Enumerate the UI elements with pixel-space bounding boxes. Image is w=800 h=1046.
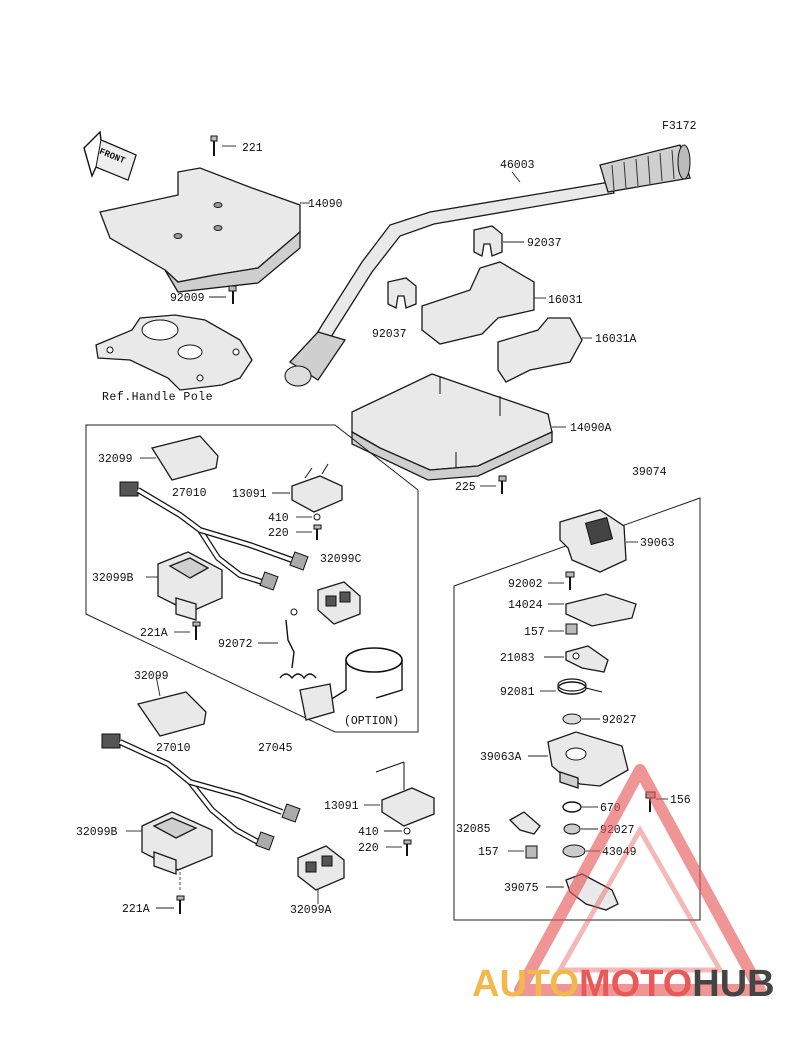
- screw-221A-lower: [176, 872, 185, 914]
- label-92037-upper: 92037: [527, 237, 562, 250]
- band-clamp-option: [299, 647, 403, 721]
- cover-39063: [559, 509, 627, 573]
- screw-92002: [565, 571, 575, 590]
- label-92002: 92002: [508, 578, 543, 591]
- watermark-logo: [514, 764, 766, 996]
- screw-92009: [228, 285, 237, 304]
- watermark-auto: AUTO: [472, 963, 579, 1005]
- ref-handle-pole-note: Ref.Handle Pole: [102, 391, 213, 404]
- switch-13091-lower: [375, 761, 435, 827]
- watermark-text: AUTOMOTOHUB: [472, 963, 775, 1005]
- handle-pole-plate: [95, 314, 253, 391]
- label-27010-option: 27010: [172, 487, 207, 500]
- harness-27010-option: [119, 481, 309, 591]
- washer-410-lower: [403, 827, 411, 835]
- base-cover-14090A: [351, 373, 553, 481]
- handlebar-46003: [284, 144, 691, 387]
- label-14090A: 14090A: [570, 422, 612, 435]
- harness-27010-lower: [101, 733, 301, 851]
- label-221A-lower: 221A: [122, 903, 150, 916]
- label-27010-lower: 27010: [156, 742, 191, 755]
- plate-14024: [565, 593, 637, 627]
- label-32085: 32085: [456, 823, 491, 836]
- screw-220-option: [313, 524, 322, 540]
- holder-16031A: [497, 317, 583, 383]
- cover-32099-lower: [136, 691, 207, 737]
- label-32099C: 32099C: [320, 553, 362, 566]
- label-32099B-lower: 32099B: [76, 826, 118, 839]
- bolt-157-upper: [565, 623, 578, 635]
- bolt-157-lower: [525, 845, 538, 859]
- label-92037-lower: 92037: [372, 328, 407, 341]
- label-27045: 27045: [258, 742, 293, 755]
- label-13091-option: 13091: [232, 488, 267, 501]
- option-frame: [85, 424, 419, 733]
- label-32099A: 32099A: [290, 904, 332, 917]
- clamp-32099A: [297, 845, 345, 891]
- screw-221: [210, 135, 218, 156]
- label-13091-lower: 13091: [324, 800, 359, 813]
- label-92072: 92072: [218, 638, 253, 651]
- oring-670: [562, 801, 582, 813]
- label-225: 225: [455, 481, 476, 494]
- clamp-92037-lower: [387, 277, 417, 309]
- screw-220-lower: [403, 839, 412, 856]
- label-92081: 92081: [500, 686, 535, 699]
- label-157-lower: 157: [478, 846, 499, 859]
- lever-21083: [565, 645, 609, 673]
- label-410-option: 410: [268, 512, 289, 525]
- label-39075: 39075: [504, 882, 539, 895]
- label-16031A: 16031A: [595, 333, 637, 346]
- label-39063: 39063: [640, 537, 675, 550]
- label-21083: 21083: [500, 652, 535, 665]
- switch-13091-option: [291, 463, 343, 513]
- screw-221A-option: [192, 621, 201, 640]
- seal-43049: [562, 844, 586, 858]
- label-32099B-option: 32099B: [92, 572, 134, 585]
- housing-39063A: [547, 731, 629, 789]
- label-410-lower: 410: [358, 826, 379, 839]
- watermark-moto: MOTO: [579, 963, 692, 1005]
- label-221: 221: [242, 142, 263, 155]
- label-43049: 43049: [602, 846, 637, 859]
- label-32099-lower: 32099: [134, 670, 169, 683]
- bracket-32085: [508, 811, 541, 835]
- housing-32099B-lower: [141, 811, 213, 875]
- label-221A-option: 221A: [140, 627, 168, 640]
- cover-32099-option: [150, 435, 219, 481]
- clamp-92037-upper: [473, 225, 503, 257]
- label-39074: 39074: [632, 466, 667, 479]
- spring-92081: [557, 678, 603, 695]
- housing-32099B-option: [157, 551, 223, 621]
- label-92009: 92009: [170, 292, 205, 305]
- label-39063A: 39063A: [480, 751, 522, 764]
- washer-410-option: [313, 513, 321, 521]
- label-220-option: 220: [268, 527, 289, 540]
- label-14090: 14090: [308, 198, 343, 211]
- washer-92027-upper: [562, 713, 582, 725]
- label-92027-upper: 92027: [602, 714, 637, 727]
- washer-92027-lower: [563, 823, 581, 835]
- label-156: 156: [670, 794, 691, 807]
- figure-code: F3172: [662, 120, 697, 133]
- label-14024: 14024: [508, 599, 543, 612]
- screw-225: [498, 475, 507, 494]
- clamp-32099C: [317, 581, 361, 625]
- label-157-upper: 157: [524, 626, 545, 639]
- watermark-hub: HUB: [692, 963, 774, 1005]
- holder-16031: [421, 261, 535, 345]
- label-46003: 46003: [500, 159, 535, 172]
- label-220-lower: 220: [358, 842, 379, 855]
- front-arrow-icon: FRONT: [83, 130, 137, 181]
- option-note: (OPTION): [344, 715, 399, 728]
- wire-92072: [279, 608, 317, 680]
- handle-cover-14090: [99, 167, 301, 293]
- label-16031: 16031: [548, 294, 583, 307]
- label-32099-option: 32099: [98, 453, 133, 466]
